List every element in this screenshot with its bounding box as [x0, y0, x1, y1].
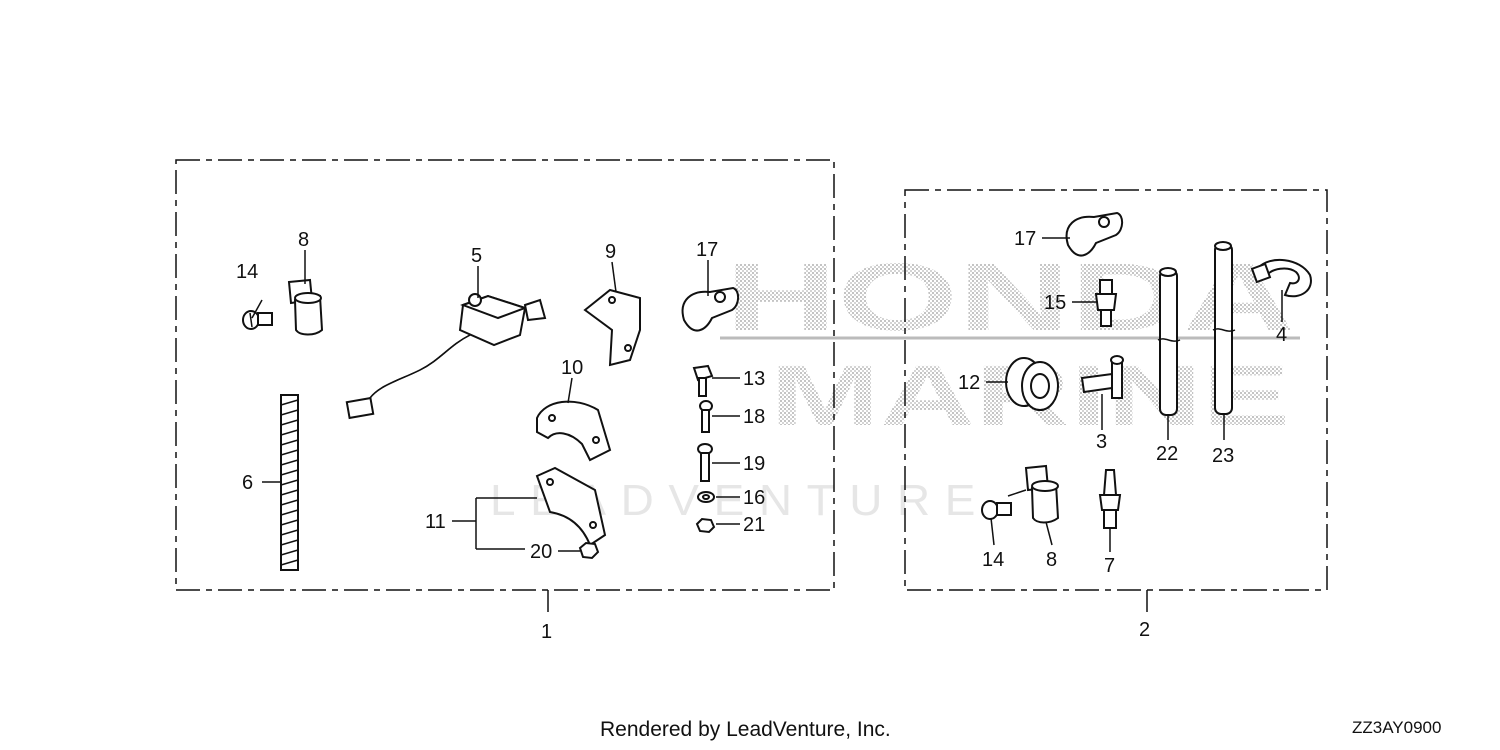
- callout-right-3: 3: [1096, 431, 1107, 453]
- callout-left-10: 10: [561, 357, 583, 379]
- callout-right-15: 15: [1044, 292, 1066, 314]
- part-tube-23: [1212, 241, 1236, 415]
- part-spiral-wrap-6: [280, 394, 299, 571]
- part-bolt-18: [699, 400, 713, 433]
- kit-2-label: 2: [1139, 619, 1150, 641]
- part-elbow-3: [1080, 355, 1124, 399]
- callout-left-14: 14: [236, 261, 258, 283]
- kit-1-label: 1: [541, 621, 552, 643]
- callout-right-22: 22: [1156, 443, 1178, 465]
- callout-right-23: 23: [1212, 445, 1234, 467]
- part-tube-22: [1157, 267, 1181, 416]
- callout-left-21: 21: [743, 514, 765, 536]
- part-cable-tie-4: [1250, 258, 1312, 298]
- callout-right-8: 8: [1046, 549, 1057, 571]
- part-washer-16: [697, 491, 715, 503]
- kit-1-box: [175, 159, 835, 591]
- callout-left-17: 17: [696, 239, 718, 261]
- rendered-by-credit: Rendered by LeadVenture, Inc.: [600, 718, 891, 741]
- callout-left-19: 19: [743, 453, 765, 475]
- callout-right-17: 17: [1014, 228, 1036, 250]
- callout-left-11: 11: [425, 511, 446, 533]
- part-screw-14-left: [242, 310, 273, 330]
- callout-left-6: 6: [242, 472, 253, 494]
- part-hose-barb-7: [1098, 469, 1122, 529]
- kit-2-box: [904, 189, 1328, 591]
- leader-lines-left: [251, 250, 740, 552]
- callout-right-12: 12: [958, 372, 980, 394]
- part-bolt-19: [697, 443, 713, 482]
- part-clip-8-right: [1024, 464, 1060, 524]
- drawing-code: ZZ3AY0900: [1352, 718, 1442, 737]
- part-switch-5: [345, 293, 547, 420]
- part-half-clamp-10: [536, 400, 612, 462]
- part-bolt-13: [692, 364, 714, 397]
- leader-lines-right: [986, 237, 1283, 552]
- part-nut-20: [578, 541, 600, 560]
- part-clamp-17-left: [681, 286, 740, 332]
- callout-right-14: 14: [982, 549, 1004, 571]
- part-fitting-15: [1094, 279, 1118, 327]
- callout-left-18: 18: [743, 406, 765, 428]
- part-clamp-17-right: [1065, 211, 1124, 257]
- part-half-clamp-11: [535, 466, 607, 547]
- part-clip-8-left: [287, 278, 324, 336]
- part-bracket-9: [583, 288, 641, 367]
- callout-left-9: 9: [605, 241, 616, 263]
- part-nut-21: [695, 517, 716, 534]
- callout-right-4: 4: [1276, 324, 1287, 346]
- callout-left-8: 8: [298, 229, 309, 251]
- callout-left-16: 16: [743, 487, 765, 509]
- watermark-brand-line1: HONDA: [725, 244, 1295, 351]
- callout-right-7: 7: [1104, 555, 1115, 577]
- callout-left-20: 20: [530, 541, 552, 563]
- callout-left-13: 13: [743, 368, 765, 390]
- part-screw-14-right: [981, 500, 1012, 520]
- part-grommet-12: [1005, 357, 1059, 411]
- callout-left-5: 5: [471, 245, 482, 267]
- watermark: HONDA MARINE LEADVENTURE: [490, 244, 1300, 525]
